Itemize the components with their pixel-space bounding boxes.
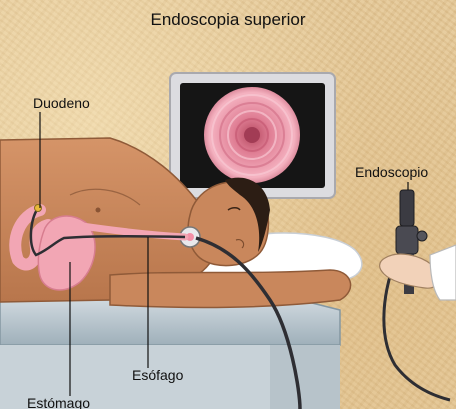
diagram-title: Endoscopia superior xyxy=(0,10,456,30)
label-endoscopio: Endoscopio xyxy=(355,164,428,180)
label-duodeno: Duodeno xyxy=(33,95,90,111)
label-estomago: Estómago xyxy=(27,395,90,409)
monitor-screen-image xyxy=(204,87,300,183)
exam-table xyxy=(0,300,340,409)
gloved-hand xyxy=(380,245,456,300)
label-esofago: Esófago xyxy=(132,367,183,383)
